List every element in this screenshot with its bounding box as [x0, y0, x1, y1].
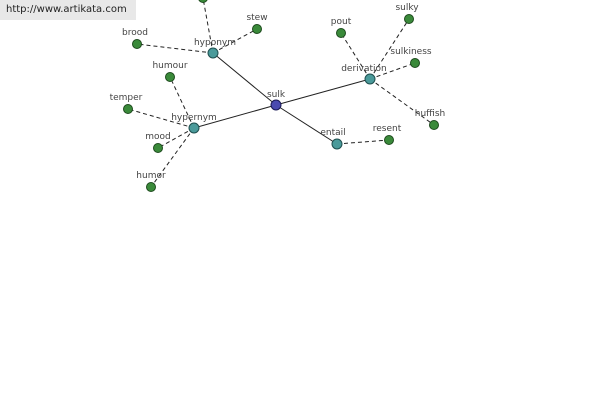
edge-sulk-hypernym — [193, 104, 277, 129]
node-hyponym-label: hyponym — [194, 38, 236, 48]
node-humour-dot[interactable] — [165, 72, 175, 82]
node-resent-dot[interactable] — [384, 135, 394, 145]
node-temper-dot[interactable] — [123, 104, 133, 114]
node-sulkiness-label: sulkiness — [390, 47, 432, 57]
node-humor-dot[interactable] — [146, 182, 156, 192]
edge-sulk-entail — [275, 104, 338, 145]
node-sulk-dot[interactable] — [270, 99, 282, 111]
source-url[interactable]: http://www.artikata.com — [0, 0, 136, 20]
node-top-clipped[interactable] — [198, 0, 208, 3]
node-derivation[interactable]: derivation — [341, 64, 387, 85]
node-stew-dot[interactable] — [252, 24, 262, 34]
edge-derivation-huffish — [369, 78, 435, 126]
node-sulky[interactable]: sulky — [395, 3, 419, 24]
node-stew[interactable]: stew — [246, 13, 268, 34]
node-huffish[interactable]: huffish — [415, 109, 446, 130]
node-temper[interactable]: temper — [110, 93, 143, 114]
node-hyponym[interactable]: hyponym — [194, 38, 236, 59]
node-humour-label: humour — [152, 61, 187, 71]
node-huffish-dot[interactable] — [429, 120, 439, 130]
node-huffish-label: huffish — [415, 109, 446, 119]
edge-hyponym-stew — [212, 28, 258, 54]
node-hypernym[interactable]: hypernym — [171, 113, 217, 134]
node-entail[interactable]: entail — [320, 128, 346, 150]
nodes: stew brood pout sulky sulkiness huffish humour… — [110, 0, 446, 192]
edge-hypernym-humor — [150, 127, 195, 188]
node-stew-label: stew — [246, 13, 267, 23]
node-entail-label: entail — [320, 128, 345, 138]
node-sulkiness-dot[interactable] — [410, 58, 420, 68]
edge-hypernym-temper — [127, 108, 195, 129]
node-humor[interactable]: humor — [136, 171, 166, 192]
node-derivation-label: derivation — [341, 64, 387, 74]
node-sulk-label: sulk — [267, 90, 286, 100]
node-brood-dot[interactable] — [132, 39, 142, 49]
node-temper-label: temper — [110, 93, 143, 103]
node-top-clipped-dot[interactable] — [198, 0, 208, 3]
node-sulk[interactable]: sulk — [267, 90, 286, 111]
node-brood[interactable]: brood — [122, 28, 148, 49]
node-mood[interactable]: mood — [145, 132, 171, 153]
node-resent[interactable]: resent — [373, 124, 402, 145]
edges — [127, 0, 435, 188]
node-mood-dot[interactable] — [153, 143, 163, 153]
node-pout-label: pout — [331, 17, 352, 27]
node-entail-dot[interactable] — [331, 138, 343, 150]
node-hypernym-dot[interactable] — [188, 122, 200, 134]
node-pout-dot[interactable] — [336, 28, 346, 38]
edge-sulk-hyponym — [212, 52, 277, 106]
edge-hypernym-humour — [169, 76, 195, 129]
node-brood-label: brood — [122, 28, 148, 38]
node-derivation-dot[interactable] — [364, 73, 376, 85]
edge-derivation-sulky — [369, 18, 410, 80]
edge-entail-resent — [336, 139, 390, 145]
node-hyponym-dot[interactable] — [207, 47, 219, 59]
edge-derivation-sulkiness — [369, 62, 416, 80]
edge-derivation-pout — [340, 32, 371, 80]
node-sulky-label: sulky — [395, 3, 419, 13]
edge-hyponym-top-clipped — [202, 0, 214, 54]
edge-hyponym-brood — [136, 43, 214, 54]
node-resent-label: resent — [373, 124, 402, 134]
node-hypernym-label: hypernym — [171, 113, 217, 123]
node-humor-label: humor — [136, 171, 166, 181]
node-sulkiness[interactable]: sulkiness — [390, 47, 432, 68]
node-sulky-dot[interactable] — [404, 14, 414, 24]
edge-sulk-derivation — [275, 78, 371, 106]
node-mood-label: mood — [145, 132, 171, 142]
node-pout[interactable]: pout — [331, 17, 352, 38]
node-humour[interactable]: humour — [152, 61, 188, 82]
